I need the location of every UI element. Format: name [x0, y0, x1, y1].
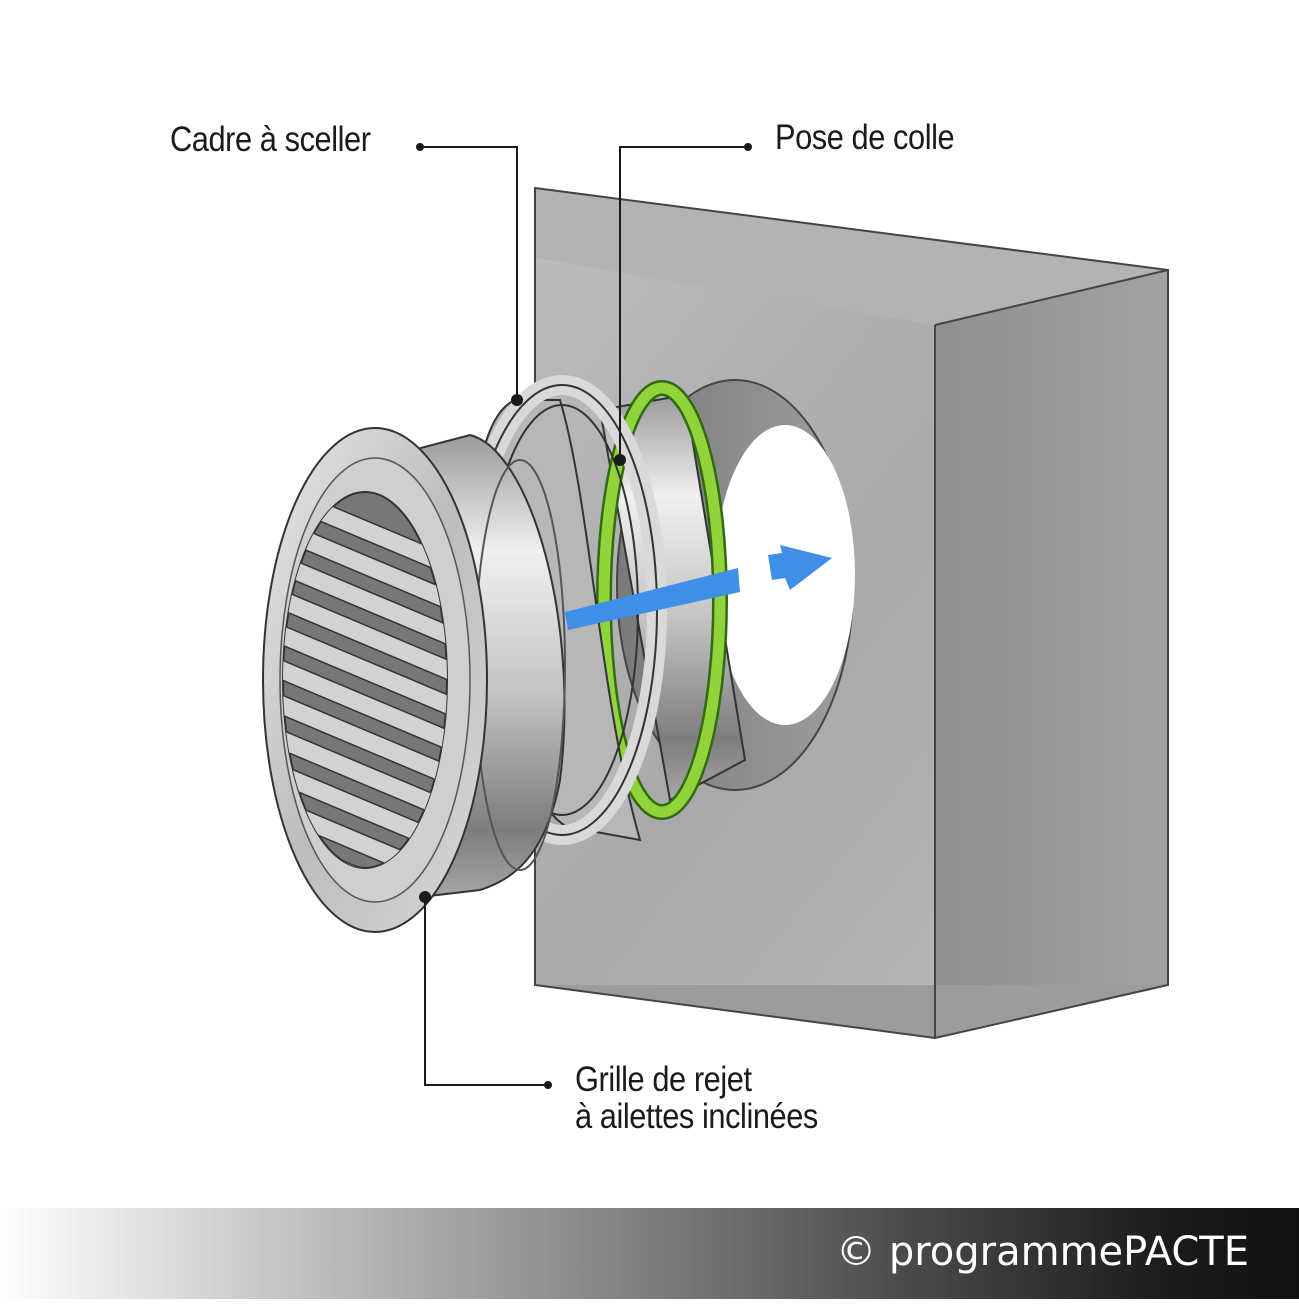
- leader-grille: [424, 897, 548, 1086]
- copyright-text: © programmePACTE: [836, 1229, 1249, 1275]
- leader-lines: [420, 146, 748, 1086]
- wall-top-face: [535, 188, 1168, 325]
- label-grille-line2: à ailettes inclinées: [575, 1097, 818, 1136]
- glue-ring-fill: [598, 382, 726, 818]
- airflow-arrow: [565, 545, 832, 630]
- label-grille-line1: Grille de rejet: [575, 1060, 752, 1099]
- wall-bottom-edge: [535, 985, 1168, 1038]
- leader-dots: [416, 143, 752, 1089]
- label-pose-de-colle: Pose de colle: [775, 118, 955, 157]
- grille-flange: [262, 427, 488, 933]
- leader-cadre: [420, 146, 518, 400]
- leader-colle: [619, 146, 748, 460]
- label-cadre-a-sceller: Cadre à sceller: [170, 120, 371, 159]
- wall-side-face: [935, 270, 1168, 1038]
- footer-bar: © programmePACTE: [0, 1208, 1299, 1299]
